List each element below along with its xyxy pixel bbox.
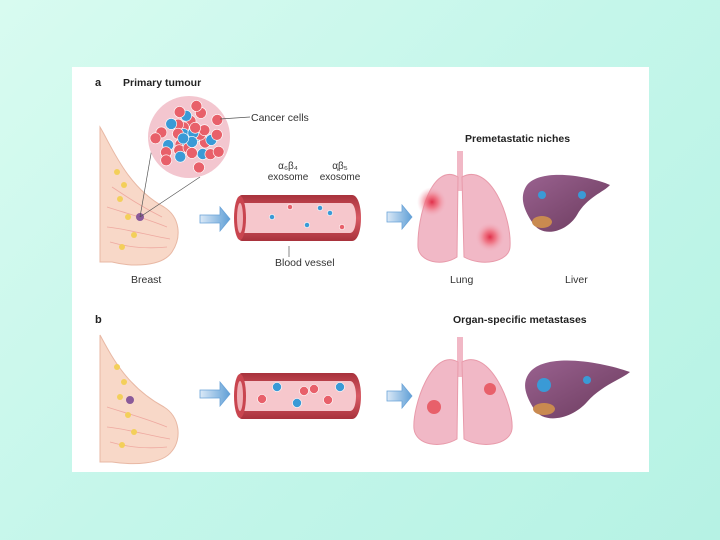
tumour-cell [191, 101, 202, 112]
tumour-cell [174, 107, 185, 118]
lungs-a [417, 151, 510, 262]
circulating-tumour-cell [310, 385, 319, 394]
circulating-tumour-cell [273, 383, 282, 392]
tumour-cell [178, 133, 189, 144]
tumour-cell [212, 114, 223, 125]
liver-b [525, 360, 630, 418]
diagram-illustration [72, 67, 649, 472]
lungs-b [414, 337, 512, 444]
tumour-cell [190, 122, 201, 133]
tumour-cell [213, 146, 224, 157]
flow-arrow-b2 [387, 384, 412, 408]
exosome [287, 204, 292, 209]
exosome [269, 214, 274, 219]
liver-a [523, 175, 610, 232]
blood-vessel-b [234, 373, 361, 419]
tumour-cell [175, 151, 186, 162]
circulating-tumour-cell [336, 383, 345, 392]
exosome [339, 224, 344, 229]
tumour-cell [150, 133, 161, 144]
exosome [327, 210, 332, 215]
tumour-cluster [148, 96, 250, 178]
flow-arrow-a2 [387, 205, 412, 229]
tumour-cell [186, 147, 197, 158]
tumour-cell [166, 118, 177, 129]
exosome [304, 222, 309, 227]
blood-vessel-a [234, 195, 361, 241]
circulating-tumour-cell [324, 396, 333, 405]
tumour-cell [161, 155, 172, 166]
exosome [317, 205, 322, 210]
circulating-tumour-cell [300, 387, 309, 396]
breast-illustration-b [100, 335, 178, 464]
circulating-tumour-cell [293, 399, 302, 408]
flow-arrow-a1 [200, 207, 230, 231]
tumour-cell [194, 162, 205, 173]
flow-arrow-b1 [200, 382, 230, 406]
circulating-tumour-cell [258, 395, 267, 404]
tumour-cell [211, 129, 222, 140]
figure-panel: a Primary tumour Cancer cells α₆β₄ exoso… [72, 67, 649, 472]
